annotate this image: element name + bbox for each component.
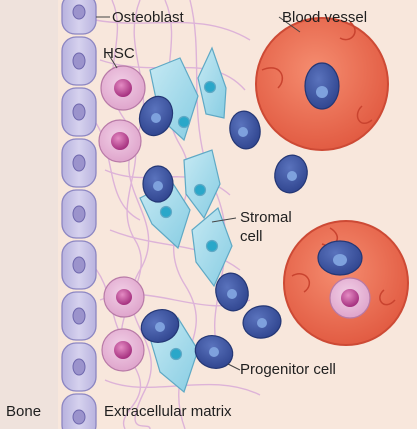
label-osteoblast: Osteoblast	[112, 9, 184, 26]
osteoblast-cell	[62, 343, 96, 391]
hsc-cell	[101, 66, 145, 110]
osteoblast-cell	[62, 394, 96, 429]
osteoblast-layer	[62, 0, 96, 429]
osteoblast-cell	[62, 37, 96, 85]
bone-region	[0, 0, 58, 429]
label-blood-vessel: Blood vessel	[282, 9, 367, 26]
label-progenitor-cell: Progenitor cell	[240, 361, 336, 378]
osteoblast-cell	[62, 139, 96, 187]
hsc-cell	[104, 277, 144, 317]
osteoblast-cell	[62, 292, 96, 340]
osteoblast-cell	[62, 0, 96, 34]
hsc-cell	[99, 120, 141, 162]
label-stromal-line2: cell	[240, 228, 263, 245]
progenitor-cell	[143, 166, 173, 202]
label-extracellular-matrix: Extracellular matrix	[104, 403, 232, 420]
osteoblast-cell	[62, 241, 96, 289]
osteoblast-cell	[62, 88, 96, 136]
blood-vessel-bottom	[284, 221, 408, 345]
label-stromal-line1: Stromal	[240, 209, 292, 226]
blood-vessel-top	[256, 18, 388, 150]
label-bone: Bone	[6, 403, 41, 420]
hsc-cell	[102, 329, 144, 371]
label-hsc: HSC	[103, 45, 135, 62]
osteoblast-cell	[62, 190, 96, 238]
